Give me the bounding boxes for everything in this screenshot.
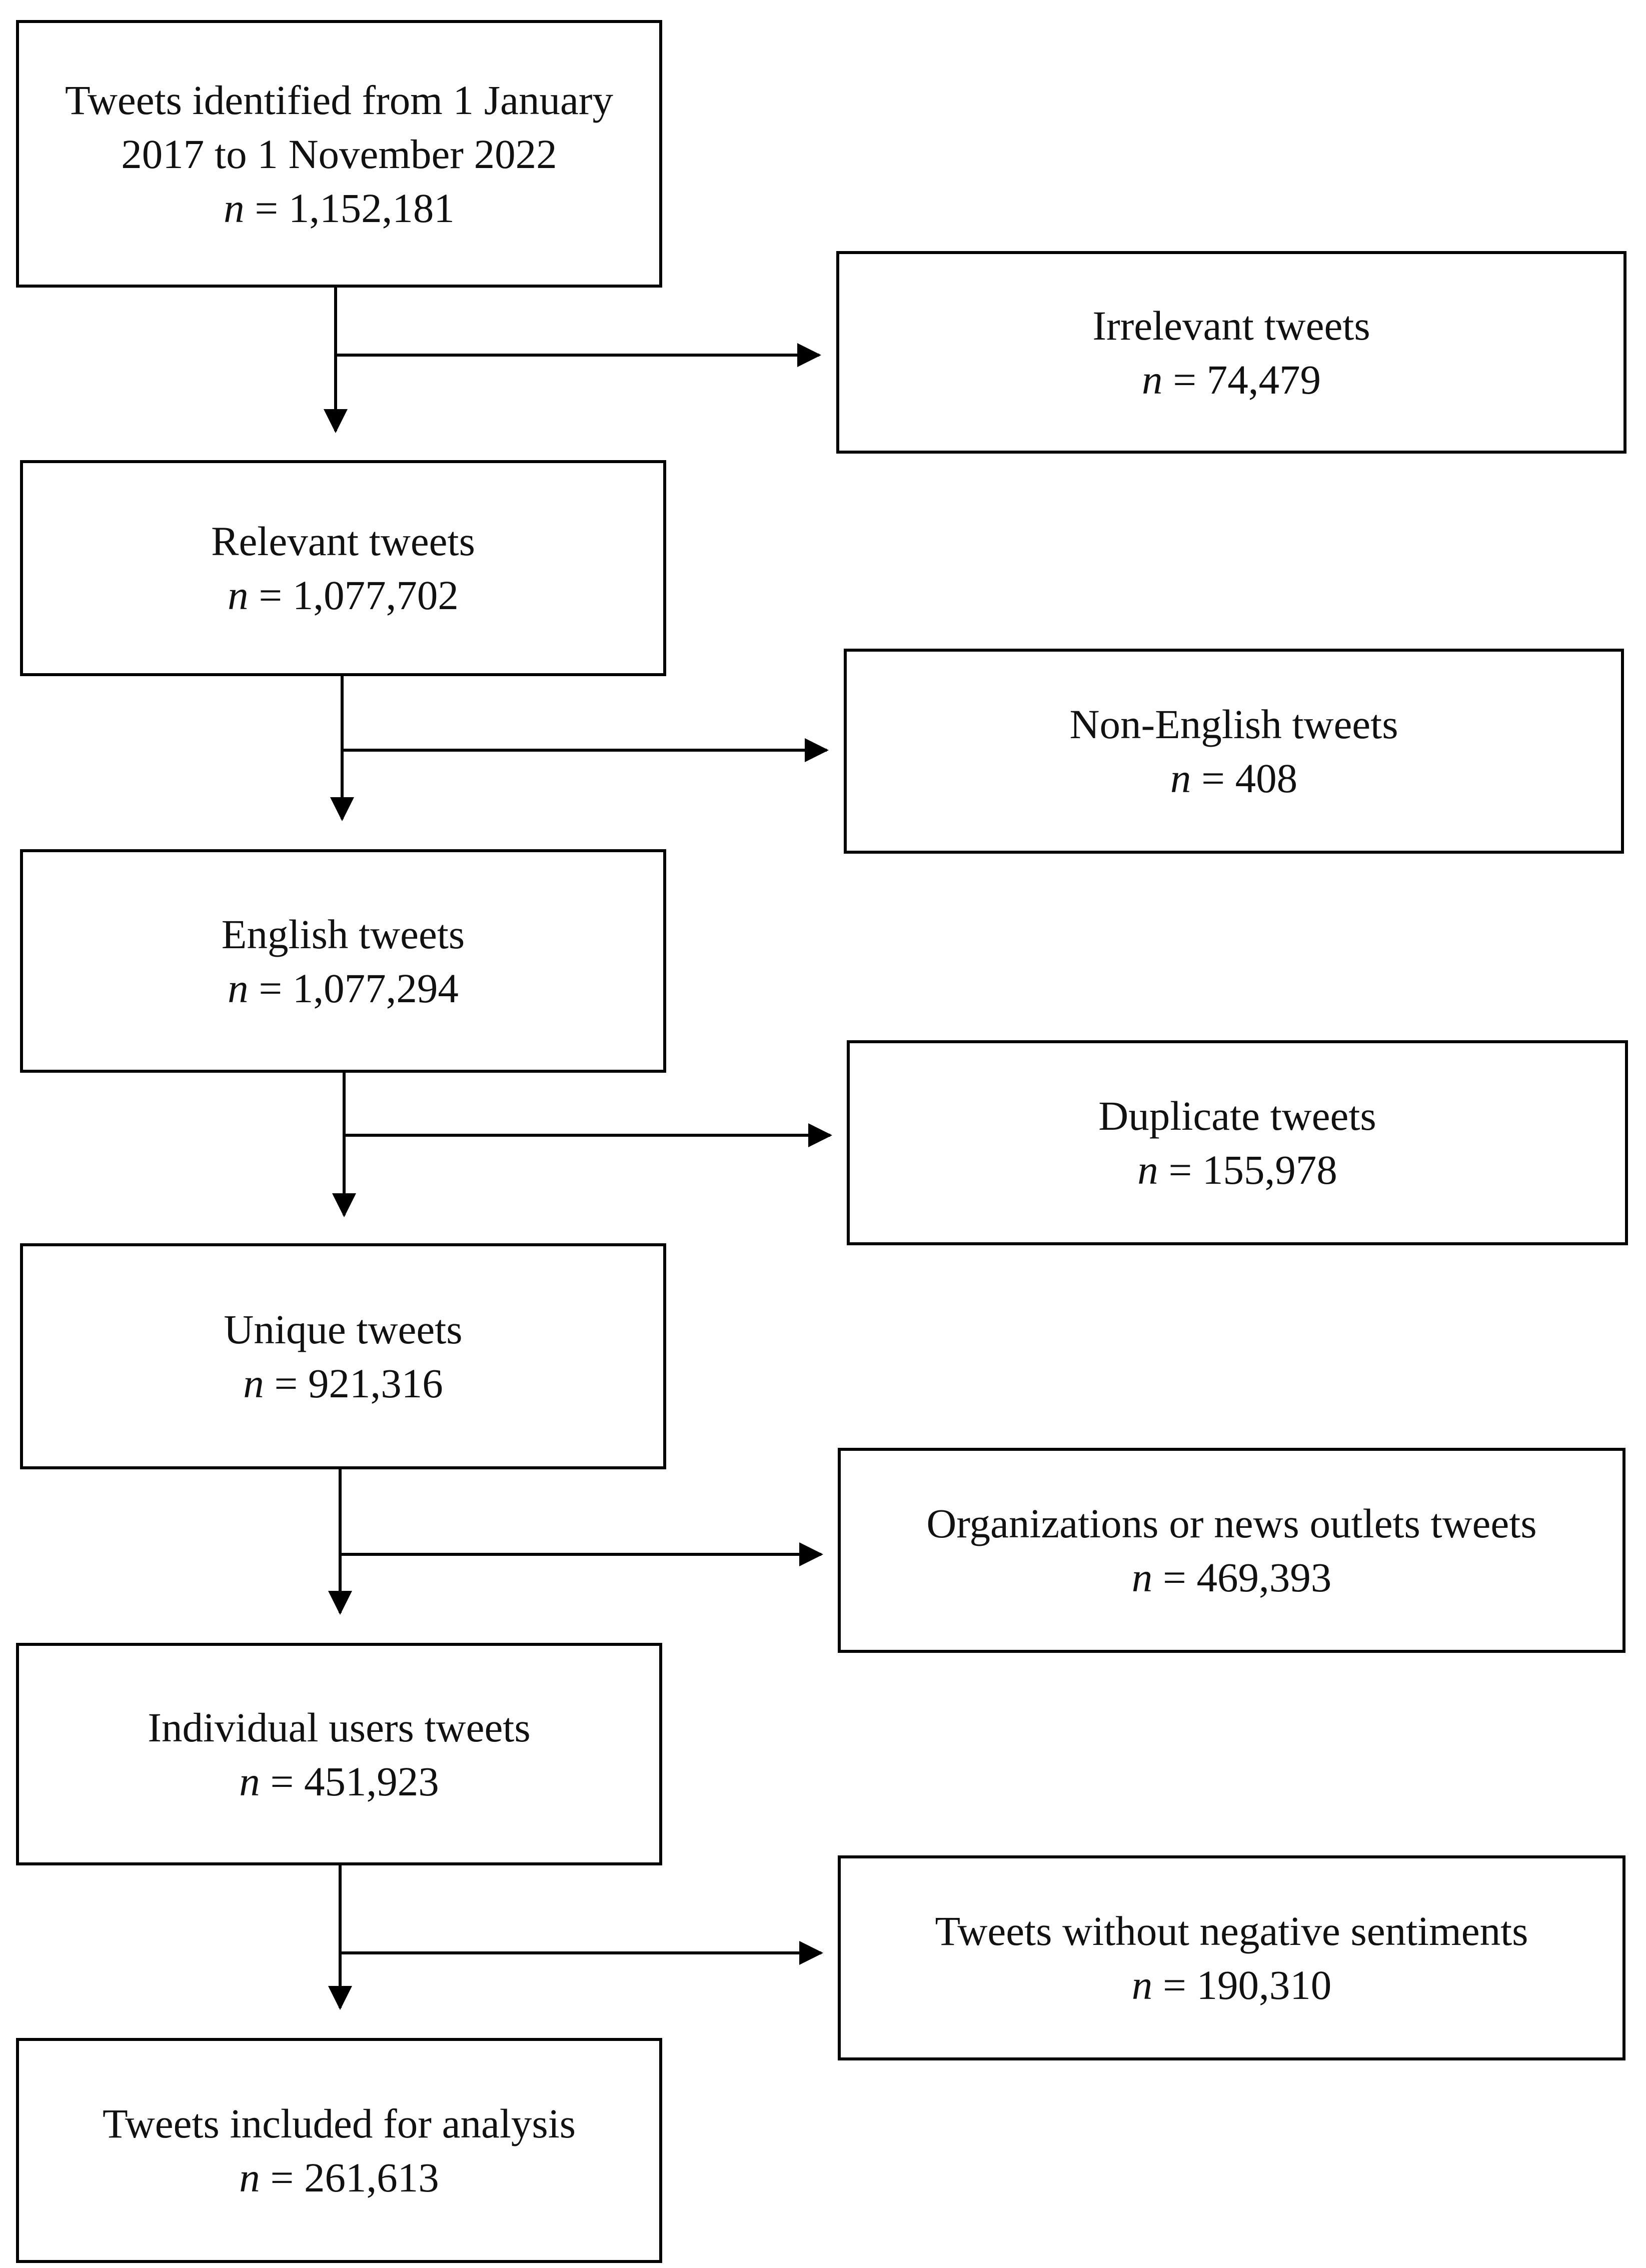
box-count: n = 1,077,294 xyxy=(228,965,459,1011)
box-label: Organizations or news outlets tweets xyxy=(926,1500,1537,1546)
box-label: Irrelevant tweets xyxy=(1092,302,1370,349)
box-label: Non-English tweets xyxy=(1069,701,1398,747)
main-box-identified: Tweets identified from 1 January 2017 to… xyxy=(16,20,662,288)
main-box-individual: Individual users tweets n = 451,923 xyxy=(16,1643,662,1865)
excluded-box-duplicate: Duplicate tweets n = 155,978 xyxy=(847,1040,1628,1245)
box-count: n = 408 xyxy=(1170,755,1298,801)
box-count: n = 921,316 xyxy=(243,1360,443,1406)
box-label: Tweets identified from 1 January 2017 to… xyxy=(65,77,613,177)
excluded-box-organizations: Organizations or news outlets tweets n =… xyxy=(838,1448,1625,1653)
box-label: Tweets included for analysis xyxy=(102,2100,576,2146)
box-label: Tweets without negative sentiments xyxy=(935,1908,1528,1954)
excluded-box-irrelevant: Irrelevant tweets n = 74,479 xyxy=(836,251,1626,454)
main-box-unique: Unique tweets n = 921,316 xyxy=(20,1243,666,1469)
box-label: Unique tweets xyxy=(224,1306,463,1352)
box-count: n = 1,077,702 xyxy=(228,572,459,618)
box-count: n = 74,479 xyxy=(1141,356,1321,403)
box-label: Individual users tweets xyxy=(148,1704,531,1750)
box-count: n = 155,978 xyxy=(1137,1147,1337,1193)
main-box-english: English tweets n = 1,077,294 xyxy=(20,849,666,1073)
box-count: n = 190,310 xyxy=(1131,1962,1332,2008)
box-count: n = 261,613 xyxy=(239,2154,439,2200)
box-label: English tweets xyxy=(221,911,465,957)
box-label: Duplicate tweets xyxy=(1098,1093,1376,1139)
box-count: n = 469,393 xyxy=(1131,1554,1332,1600)
excluded-box-non-english: Non-English tweets n = 408 xyxy=(844,649,1624,854)
excluded-box-without-negative: Tweets without negative sentiments n = 1… xyxy=(838,1855,1625,2060)
main-box-included: Tweets included for analysis n = 261,613 xyxy=(16,2038,662,2263)
box-count: n = 1,152,181 xyxy=(224,185,455,231)
box-label: Relevant tweets xyxy=(211,518,475,564)
box-count: n = 451,923 xyxy=(239,1758,439,1804)
main-box-relevant: Relevant tweets n = 1,077,702 xyxy=(20,460,666,676)
